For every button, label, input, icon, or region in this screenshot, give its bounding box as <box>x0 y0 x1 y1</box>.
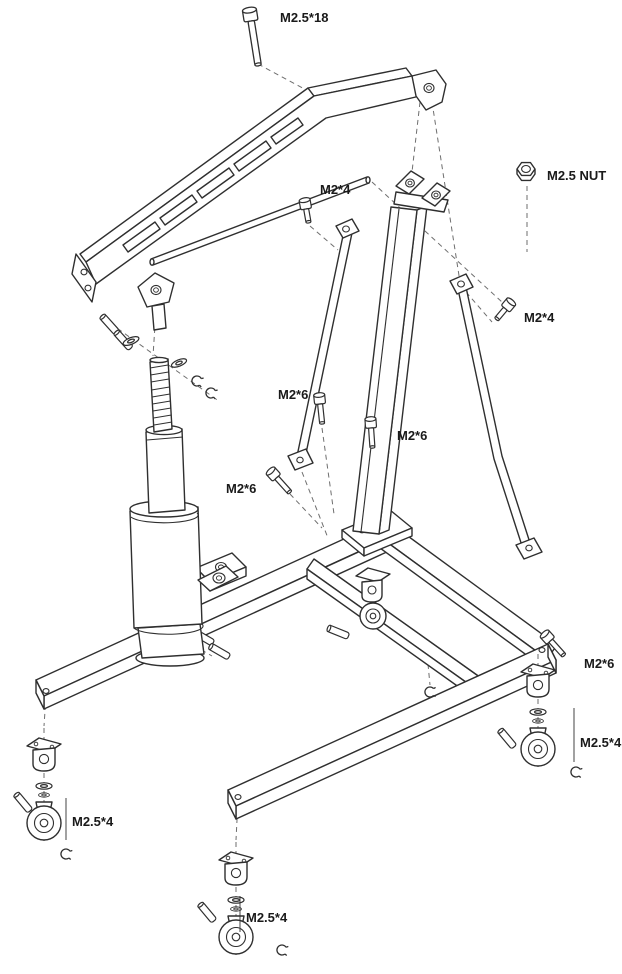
e-clip-icon <box>424 686 437 698</box>
label-m2x4-upper: M2*4 <box>320 182 351 197</box>
label-m2.5x18: M2.5*18 <box>280 10 328 25</box>
boom-arm <box>71 67 447 303</box>
label-leaders <box>65 708 575 932</box>
part-labels: M2.5*18 M2.5 NUT M2*4 M2*4 M2*6 M2*6 M2*… <box>72 10 622 925</box>
label-caster-left: M2.5*4 <box>72 814 114 829</box>
e-clip-icon <box>569 765 584 779</box>
threaded-screw <box>149 356 173 433</box>
e-clip-icon <box>275 943 290 957</box>
bolt-m2.5x18-icon <box>241 5 266 68</box>
mast <box>352 170 451 535</box>
label-m2.5-nut: M2.5 NUT <box>547 168 606 183</box>
label-m2x6-lower: M2*6 <box>226 481 256 496</box>
left-brace <box>287 218 360 471</box>
e-clip-icon <box>59 847 74 861</box>
bolt-m2x6-icon <box>264 465 295 498</box>
caster-left-assembly <box>12 728 74 861</box>
label-m2x6-mid: M2*6 <box>397 428 427 443</box>
assembly-dashed-lines <box>43 63 528 841</box>
label-m2x6-left: M2*6 <box>278 387 308 402</box>
base-frame <box>35 521 558 820</box>
axle-pin-icon <box>207 642 232 661</box>
axle-pin-icon <box>12 790 34 814</box>
label-caster-bottom: M2.5*4 <box>246 910 288 925</box>
hydraulic-ram <box>98 272 239 667</box>
label-m2x6-frame: M2*6 <box>584 656 614 671</box>
hex-nut-icon <box>516 161 536 182</box>
fasteners <box>241 5 569 661</box>
caster-under-frame <box>355 567 391 630</box>
washer-icon <box>169 356 189 370</box>
label-caster-right: M2.5*4 <box>580 735 622 750</box>
boom-lug <box>137 272 175 308</box>
handle-rod <box>149 176 371 266</box>
axle-pin-icon <box>325 624 351 640</box>
axle-pin-icon <box>196 900 218 924</box>
label-m2x4-right: M2*4 <box>524 310 555 325</box>
caster-bottom-assembly <box>196 842 290 957</box>
axle-pin-icon <box>496 726 518 750</box>
e-clip-icon <box>190 374 205 388</box>
right-brace <box>449 273 543 560</box>
bolt-m2x4-icon <box>491 295 518 324</box>
